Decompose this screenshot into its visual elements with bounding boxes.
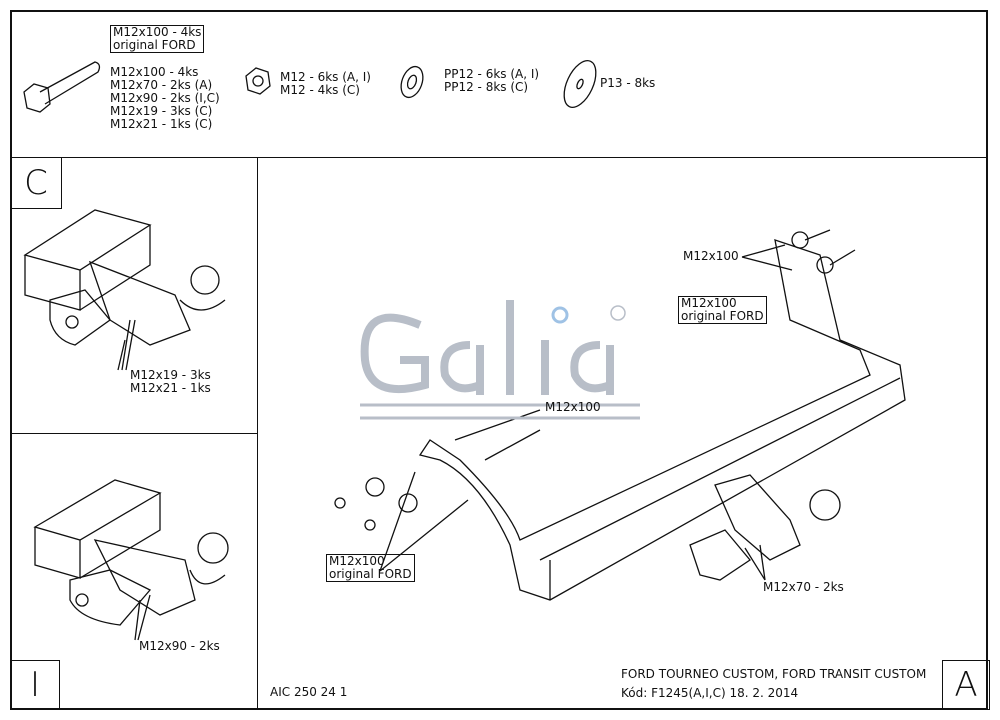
label-m12x100: M12x100 (683, 249, 739, 263)
galia-logo (360, 300, 640, 420)
text: M12x19 - 3ks (C) (110, 104, 213, 118)
divider (10, 433, 257, 434)
drawing-code-date: Kód: F1245(A,I,C) 18. 2. 2014 (621, 686, 799, 700)
panel-i-label: M12x90 - 2ks (139, 639, 220, 653)
nut-icon (245, 67, 271, 95)
divider (257, 157, 258, 710)
hitch-drawing-a (334, 229, 906, 601)
label-original-ford-right: M12x100 original FORD (678, 296, 767, 324)
parts-washers-list: PP12 - 6ks (A, I) PP12 - 8ks (C) (444, 68, 539, 94)
hitch-drawing-i (33, 479, 229, 641)
drawing-frame (10, 10, 988, 710)
text: M12x21 - 1ks (130, 381, 211, 395)
panel-letter-a: A (942, 660, 990, 710)
parts-bolt-boxed-label: M12x100 - 4ks original FORD (110, 25, 205, 53)
label-m12x100-mid: M12x100 (545, 400, 601, 414)
text: PP12 - 6ks (A, I) (444, 67, 540, 81)
divider (10, 157, 988, 158)
parts-bolts-list: M12x100 - 4ks M12x70 - 2ks (A) M12x90 - … (110, 66, 220, 131)
bolt-icon (23, 61, 101, 113)
text: M12 - 4ks (C) (280, 83, 360, 97)
label-original-ford-left: M12x100 original FORD (326, 554, 415, 582)
text: M12x19 - 3ks (130, 368, 211, 382)
text: PP12 - 8ks (C) (444, 80, 529, 94)
text: original FORD (113, 38, 196, 52)
text: M12x70 - 2ks (A) (110, 78, 213, 92)
text: M12x21 - 1ks (C) (110, 117, 213, 131)
drawing-number: AIC 250 24 1 (270, 685, 348, 699)
text: M12x100 (329, 554, 385, 568)
text: M12 - 6ks (A, I) (280, 70, 371, 84)
parts-nuts-list: M12 - 6ks (A, I) M12 - 4ks (C) (280, 71, 371, 97)
text: original FORD (681, 309, 764, 323)
parts-p13-label: P13 - 8ks (600, 76, 656, 90)
panel-letter-c: C (10, 157, 62, 209)
washer-icon (400, 65, 424, 99)
text: M12x100 - 4ks (113, 25, 202, 39)
drawing-title: FORD TOURNEO CUSTOM, FORD TRANSIT CUSTOM (621, 667, 927, 681)
text: M12x100 (681, 296, 737, 310)
text: original FORD (329, 567, 412, 581)
panel-c-labels: M12x19 - 3ks M12x21 - 1ks (130, 369, 211, 395)
panel-letter-i: I (10, 660, 60, 710)
text: M12x100 - 4ks (110, 65, 199, 79)
text: M12x90 - 2ks (I,C) (110, 91, 220, 105)
washer-large-icon (563, 60, 597, 108)
label-m12x70: M12x70 - 2ks (763, 580, 844, 594)
hitch-drawing-c (23, 209, 226, 371)
